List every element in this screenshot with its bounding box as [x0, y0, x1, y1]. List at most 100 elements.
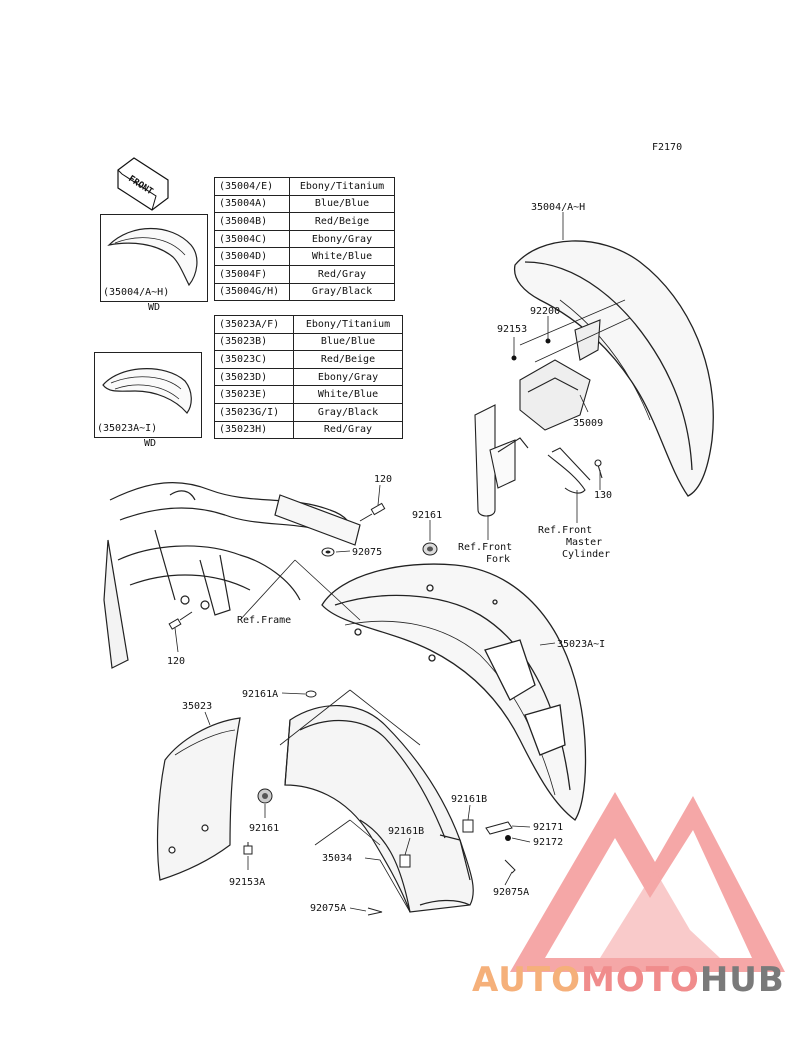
rear-fender-color-table: (35023A/F)Ebony/Titanium(35023B)Blue/Blu…: [214, 315, 403, 440]
ref-master-line1: Ref.Front: [538, 525, 592, 536]
table-row: (35004C)Ebony/Gray: [214, 229, 395, 249]
part-code-cell: (35004F): [214, 264, 290, 284]
clip-92200-icon: [545, 338, 551, 344]
front-fender-color-table: (35004/E)Ebony/Titanium(35004A)Blue/Blue…: [214, 177, 395, 302]
grommet-92161-icon: [422, 542, 438, 556]
color-cell: Blue/Blue: [289, 194, 395, 214]
part-code-cell: (35023D): [214, 367, 294, 387]
table-row: (35023D)Ebony/Gray: [214, 367, 403, 387]
label-120-bottom: 120: [167, 656, 185, 667]
part-92172-icon: [505, 835, 511, 841]
color-cell: Ebony/Titanium: [289, 177, 395, 196]
label-92075A-right: 92075A: [493, 887, 529, 898]
frame-illustration: [103, 482, 361, 669]
grommet-92075A-right-icon: [504, 859, 516, 874]
inset-rear-caption: WD: [144, 438, 157, 449]
grommet-92161-low-icon: [257, 788, 273, 804]
label-92161-low: 92161: [249, 823, 279, 834]
part-code-cell: (35004D): [214, 247, 290, 266]
color-cell: Red/Gray: [289, 264, 395, 284]
rear-fender-thumbnail-icon: [102, 368, 192, 414]
front-fender-illustration: [513, 240, 714, 497]
ref-front-fork-line2: Fork: [486, 554, 510, 565]
table-row: (35023A/F)Ebony/Titanium: [214, 315, 403, 334]
label-92161B-right: 92161B: [451, 794, 487, 805]
figure-code: F2170: [652, 142, 682, 153]
part-code-cell: (35004B): [214, 212, 290, 231]
color-cell: White/Blue: [289, 247, 395, 266]
automotohub-logo-icon: [510, 792, 785, 972]
part-code-cell: (35004G/H): [214, 282, 290, 302]
part-code-cell: (35023H): [214, 420, 294, 440]
bolt-120-top-icon: [359, 502, 386, 522]
table-row: (35004/E)Ebony/Titanium: [214, 177, 395, 196]
table-row: (35004G/H)Gray/Black: [214, 282, 395, 302]
table-row: (35004A)Blue/Blue: [214, 194, 395, 214]
label-35034: 35034: [322, 853, 352, 864]
color-cell: Ebony/Titanium: [293, 315, 403, 334]
part-code-cell: (35004C): [214, 229, 290, 249]
part-code-cell: (35023B): [214, 332, 294, 352]
label-92161A: 92161A: [242, 689, 278, 700]
automotohub-watermark: AUTOMOTOHUB: [472, 960, 785, 1000]
label-92161B-mid: 92161B: [388, 826, 424, 837]
label-35009: 35009: [573, 418, 603, 429]
table-row: (35023H)Red/Gray: [214, 420, 403, 440]
color-cell: Red/Beige: [293, 350, 403, 369]
inner-fender-illustration: [284, 704, 474, 913]
front-arrow-icon: FRONT: [117, 157, 169, 211]
table-row: (35004F)Red/Gray: [214, 264, 395, 284]
label-92171: 92171: [533, 822, 563, 833]
table-row: (35023G/I)Gray/Black: [214, 402, 403, 422]
label-130: 130: [594, 490, 612, 501]
label-92161: 92161: [412, 510, 442, 521]
bolt-92153A-icon: [243, 842, 253, 855]
ref-master-line3: Cylinder: [562, 549, 610, 560]
inset-front-caption: WD: [148, 302, 161, 313]
rear-fender-inset: (35023A~I): [94, 352, 202, 438]
table-row: (35023C)Red/Beige: [214, 350, 403, 369]
rear-fender-piece-illustration: [156, 717, 241, 881]
part-code-cell: (35023A/F): [214, 315, 294, 334]
part-92171-icon: [485, 821, 513, 835]
color-cell: Ebony/Gray: [293, 367, 403, 387]
grommet-92161A-icon: [305, 690, 317, 698]
color-cell: White/Blue: [293, 385, 403, 404]
ref-frame-label: Ref.Frame: [237, 615, 291, 626]
color-cell: Red/Gray: [293, 420, 403, 440]
label-92153A: 92153A: [229, 877, 265, 888]
label-92200: 92200: [530, 306, 560, 317]
label-120-top: 120: [374, 474, 392, 485]
color-cell: Gray/Black: [293, 402, 403, 422]
color-cell: Blue/Blue: [293, 332, 403, 352]
front-fender-thumbnail-icon: [107, 228, 198, 287]
inset-rear-label: (35023A~I): [97, 423, 158, 434]
table-row: (35023E)White/Blue: [214, 385, 403, 404]
part-code-cell: (35004A): [214, 194, 290, 214]
bolt-120-bottom-icon: [168, 611, 193, 630]
label-92075A-left: 92075A: [310, 903, 346, 914]
bolt-92153-icon: [511, 355, 517, 361]
pad-92161B-mid-icon: [399, 854, 411, 868]
ref-front-fork-line1: Ref.Front: [458, 542, 512, 553]
part-code-cell: (35023G/I): [214, 402, 294, 422]
watermark-part-auto: AUTO: [472, 960, 581, 1000]
part-code-cell: (35023C): [214, 350, 294, 369]
front-fork-illustration: [474, 404, 529, 517]
table-row: (35004D)White/Blue: [214, 247, 395, 266]
grommet-92075-icon: [321, 547, 335, 557]
rear-fender-illustration: [321, 563, 587, 821]
label-35004: 35004/A~H: [531, 202, 585, 213]
pad-92161B-right-icon: [462, 819, 474, 833]
color-cell: Ebony/Gray: [289, 229, 395, 249]
part-code-cell: (35023E): [214, 385, 294, 404]
label-35023A: 35023A~I: [557, 639, 605, 650]
color-cell: Gray/Black: [289, 282, 395, 302]
hose-clamp-illustration: [547, 447, 603, 494]
table-row: (35023B)Blue/Blue: [214, 332, 403, 352]
grommet-92075A-left-icon: [367, 907, 383, 916]
ref-master-line2: Master: [566, 537, 602, 548]
front-fender-inset: (35004/A~H): [100, 214, 208, 302]
watermark-part-moto: MOTO: [580, 960, 700, 1000]
